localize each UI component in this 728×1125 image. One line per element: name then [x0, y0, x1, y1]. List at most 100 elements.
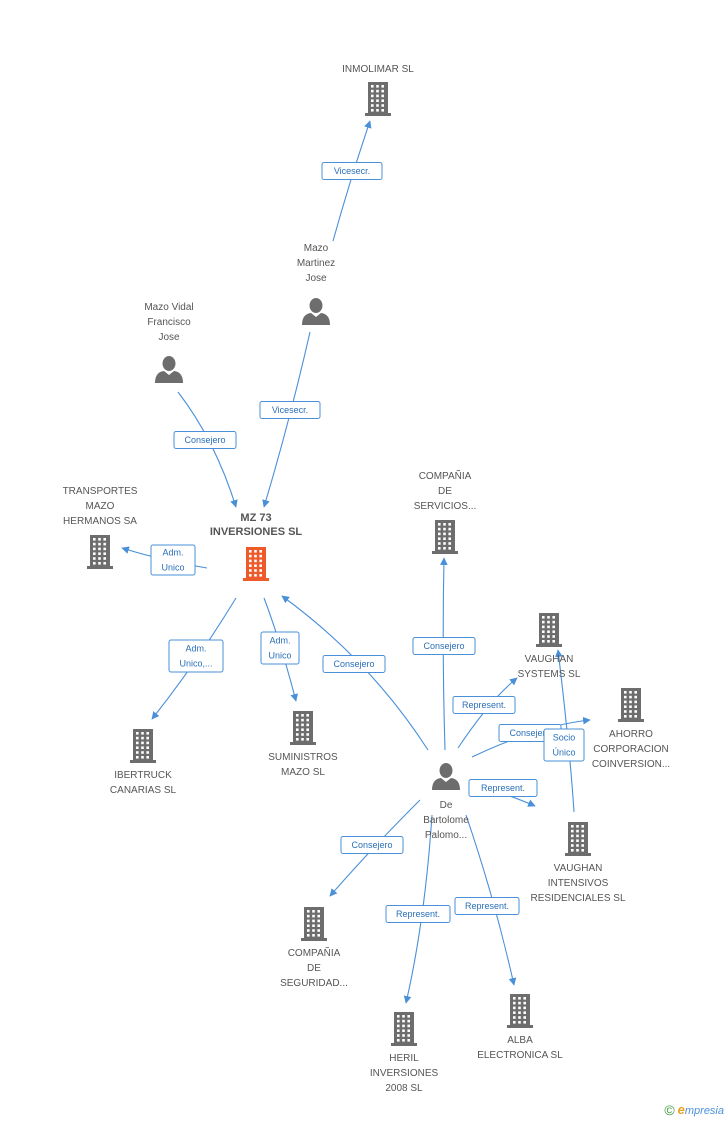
node-label: DE	[438, 486, 452, 497]
node-label: Jose	[158, 332, 180, 343]
node-label: SYSTEMS SL	[518, 669, 581, 680]
edge-label-text: Represent.	[465, 901, 509, 911]
building-icon	[507, 994, 533, 1028]
edge-label-text: Socio	[553, 733, 576, 743]
node-inmolimar[interactable]: INMOLIMAR SL	[342, 64, 414, 116]
node-label: INTENSIVOS	[548, 878, 609, 889]
person-icon	[302, 298, 330, 325]
node-label: HERMANOS SA	[63, 516, 137, 527]
node-label: HERIL	[389, 1053, 419, 1064]
edge-label-text: Adm.	[162, 548, 183, 558]
node-label: DE	[307, 963, 321, 974]
building-icon	[290, 711, 316, 745]
edge-label[interactable]: Vicesecr.	[321, 162, 383, 180]
node-ahorro[interactable]: AHORRO CORPORACION COINVERSION...	[592, 688, 670, 770]
brand-logo: empresia	[678, 1101, 724, 1119]
node-label: Mazo Vidal	[144, 302, 193, 313]
footer-brand: © empresia	[664, 1101, 724, 1119]
edge-label-text: Consejero	[184, 435, 225, 445]
edge-mazo-martinez-to-inmolimar	[332, 120, 372, 242]
edge-label[interactable]: Vicesecr.	[259, 401, 321, 419]
node-label: Palomo...	[425, 830, 467, 841]
node-transportes[interactable]: TRANSPORTES MAZO HERMANOS SA	[63, 486, 138, 569]
node-label: INVERSIONES SL	[210, 526, 303, 538]
edge-label[interactable]: Represent.	[385, 905, 451, 923]
node-label: De	[440, 800, 453, 811]
building-icon	[130, 729, 156, 763]
edge-label-text: Único	[552, 748, 575, 758]
building-icon	[565, 822, 591, 856]
node-label: COINVERSION...	[592, 759, 670, 770]
edge-label[interactable]: Represent.	[452, 696, 516, 714]
edge-label[interactable]: Consejero	[412, 637, 476, 655]
edge-mazo-vidal-to-mz73	[177, 391, 238, 508]
building-icon	[432, 520, 458, 554]
node-vaughan-sys[interactable]: VAUGHAN SYSTEMS SL	[518, 613, 581, 680]
edge-label-text: Consejero	[509, 728, 550, 738]
building-icon	[365, 82, 391, 116]
copyright-symbol: ©	[664, 1102, 675, 1118]
node-label: Francisco	[147, 317, 191, 328]
node-label: INVERSIONES	[370, 1068, 439, 1079]
node-compania-seg[interactable]: COMPAÑIA DE SEGURIDAD...	[280, 907, 348, 989]
node-label: SEGURIDAD...	[280, 978, 348, 989]
node-label: AHORRO	[609, 729, 653, 740]
node-label: CANARIAS SL	[110, 785, 177, 796]
node-label: Bartolome	[423, 815, 469, 826]
node-ibertruck[interactable]: IBERTRUCK CANARIAS SL	[110, 729, 177, 796]
node-label: TRANSPORTES	[63, 486, 138, 497]
edge-label[interactable]: Consejero	[173, 431, 237, 449]
edge-label[interactable]: Consejero	[322, 655, 386, 673]
edge-label[interactable]: Represent.	[468, 779, 538, 797]
building-icon	[618, 688, 644, 722]
node-label: CORPORACION	[593, 744, 669, 755]
node-label: VAUGHAN	[525, 654, 574, 665]
edge-label-text: Consejero	[423, 641, 464, 651]
edge-label[interactable]: Adm.Unico	[260, 631, 300, 665]
node-label: COMPAÑIA	[288, 946, 341, 959]
node-label: SUMINISTROS	[268, 752, 338, 763]
edge-label[interactable]: Adm.Unico,...	[168, 639, 224, 673]
edge-label[interactable]: Represent.	[454, 897, 520, 915]
edge-label[interactable]: Consejero	[340, 836, 404, 854]
node-debartolome[interactable]: DeBartolomePalomo...	[423, 763, 469, 841]
node-suministros[interactable]: SUMINISTROS MAZO SL	[268, 711, 338, 778]
node-label: MAZO	[86, 501, 115, 512]
node-mz73[interactable]: MZ 73 INVERSIONES SL	[210, 512, 303, 581]
node-label: IBERTRUCK	[114, 770, 172, 781]
brand-name: mpresia	[684, 1105, 724, 1117]
edge-label-text: Represent.	[481, 783, 525, 793]
edge-label-text: Represent.	[396, 909, 440, 919]
building-icon	[536, 613, 562, 647]
edge-label-text: Consejero	[333, 659, 374, 669]
person-icon	[155, 356, 183, 383]
building-icon	[391, 1012, 417, 1046]
node-label: Mazo	[304, 243, 329, 254]
person-icon	[432, 763, 460, 790]
edge-label-text: Consejero	[351, 840, 392, 850]
building-icon	[301, 907, 327, 941]
edge-label-text: Represent.	[462, 700, 506, 710]
edge-label[interactable]: Adm. Unico	[150, 544, 196, 576]
node-label: Jose	[305, 273, 327, 284]
node-label: RESIDENCIALES SL	[530, 893, 625, 904]
edge-label-text: Adm.	[269, 636, 290, 646]
node-label: MZ 73	[240, 512, 271, 524]
building-icon	[87, 535, 113, 569]
node-compania-serv[interactable]: COMPAÑIA DE SERVICIOS...	[414, 469, 477, 554]
node-label: SERVICIOS...	[414, 501, 477, 512]
main-company-icon	[243, 547, 269, 581]
edge-label-text: Unico	[161, 563, 184, 573]
node-label: MAZO SL	[281, 767, 325, 778]
edge-label-text: Vicesecr.	[272, 405, 308, 415]
node-label: COMPAÑIA	[419, 469, 472, 482]
brand-initial: e	[677, 1102, 685, 1117]
edge-label-text: Vicesecr.	[334, 166, 370, 176]
